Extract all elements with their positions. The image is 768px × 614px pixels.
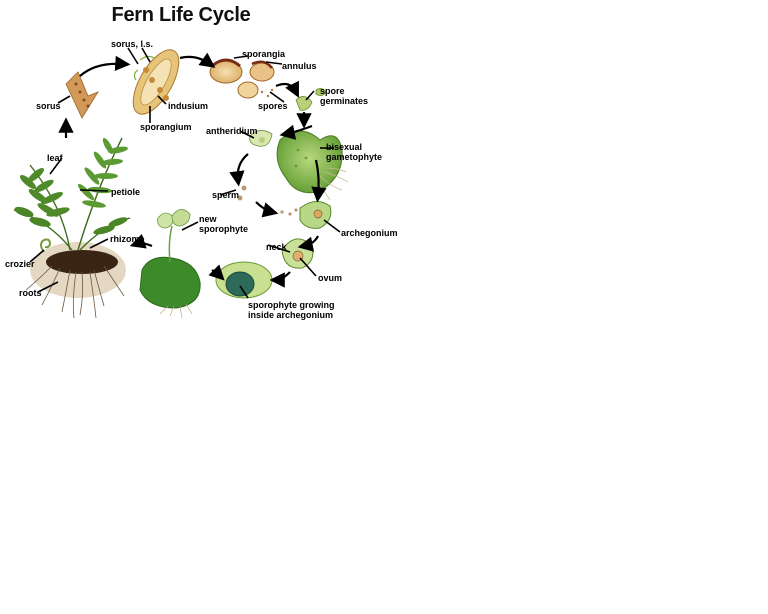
label-ovum: ovum [318, 273, 343, 283]
label-roots: roots [19, 288, 42, 298]
label-spore-germinates-line1: spore [320, 86, 345, 96]
label-growing-line1: sporophyte growing [248, 300, 335, 310]
label-annulus: annulus [282, 61, 317, 71]
label-sorus-ls: sorus, l.s. [111, 39, 154, 49]
label-spore-germinates-line2: germinates [320, 96, 369, 106]
label-sperm: sperm [212, 190, 240, 200]
label-bisexual-gametophyte: bisexual gametophyte [326, 142, 382, 162]
label-leaf: leaf [47, 153, 63, 163]
young-sporophyte [139, 209, 201, 319]
label-crozier: crozier [5, 259, 35, 269]
sperm-cells [237, 185, 304, 216]
label-new-sporophyte-line2: sporophyte [199, 224, 249, 234]
label-sorus: sorus [36, 101, 61, 111]
label-sporophyte-growing: sporophyte growing inside archegonium [248, 300, 335, 320]
cycle-arrows [58, 52, 327, 288]
sporangia-illustration [209, 58, 275, 99]
archegonium-illustration [299, 201, 332, 229]
label-spores: spores [258, 101, 288, 111]
sporophyte-in-archegonium [215, 261, 273, 299]
label-leader-lines [29, 47, 341, 299]
germinating-spore [295, 88, 327, 111]
label-archegonium: archegonium [341, 228, 398, 238]
label-neck: neck [266, 242, 287, 252]
label-rhizome: rhizome [110, 234, 145, 244]
label-bisexual-line2: gametophyte [326, 152, 383, 162]
sorus-longitudinal-section [132, 49, 180, 115]
mature-fern-sporophyte [13, 137, 131, 319]
label-petiole: petiole [111, 187, 141, 197]
label-sporangia: sporangia [242, 49, 286, 59]
label-antheridium: antheridium [206, 126, 258, 136]
label-new-sporophyte-line1: new [199, 214, 217, 224]
diagram-title: Fern Life Cycle [111, 4, 251, 26]
antheridium-illustration [249, 130, 273, 147]
label-new-sporophyte: new sporophyte [199, 214, 248, 234]
label-indusium: indusium [168, 101, 208, 111]
label-sporangium: sporangium [140, 122, 192, 132]
label-growing-line2: inside archegonium [248, 310, 334, 320]
leaf-segment-with-sori [65, 71, 99, 119]
label-spore-germinates: spore germinates [320, 86, 368, 106]
label-bisexual-line1: bisexual [326, 142, 363, 152]
